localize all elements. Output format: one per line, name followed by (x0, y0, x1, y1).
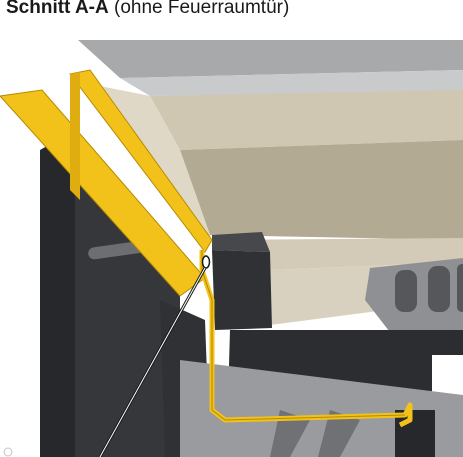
section-caption: Schnitt A-A (ohne Feuerraumtür) (6, 0, 289, 19)
firebox-floor-front (215, 238, 463, 270)
firebox-back-wall (180, 140, 463, 240)
front-block-upper-top (212, 232, 270, 252)
section-note: (ohne Feuerraumtür) (114, 0, 290, 18)
corner-mark (3, 447, 13, 457)
grate-slot-2 (428, 266, 450, 312)
cut-plate-flange (69, 69, 213, 253)
stove-body-front (75, 130, 180, 457)
cut-profile-edge (201, 250, 406, 421)
firebox-back-wall-top (150, 90, 463, 150)
pointer-ring-marker (201, 255, 211, 269)
top-cover-edge (120, 70, 463, 96)
top-cover-plate (78, 40, 463, 78)
lower-interior (180, 360, 463, 457)
pointer-leader-line-core (99, 267, 206, 457)
lower-strut-1 (270, 410, 310, 457)
stove-body-left (40, 130, 75, 457)
grate-slot-1 (395, 270, 417, 312)
lower-dark-post (395, 410, 435, 457)
front-block-upper (212, 250, 272, 330)
section-label: Schnitt A-A (6, 0, 109, 18)
lower-strut-2 (318, 410, 360, 457)
cut-plate-flange-side (70, 72, 80, 200)
damper-lever (88, 240, 148, 260)
grate-slot-3 (457, 264, 463, 312)
